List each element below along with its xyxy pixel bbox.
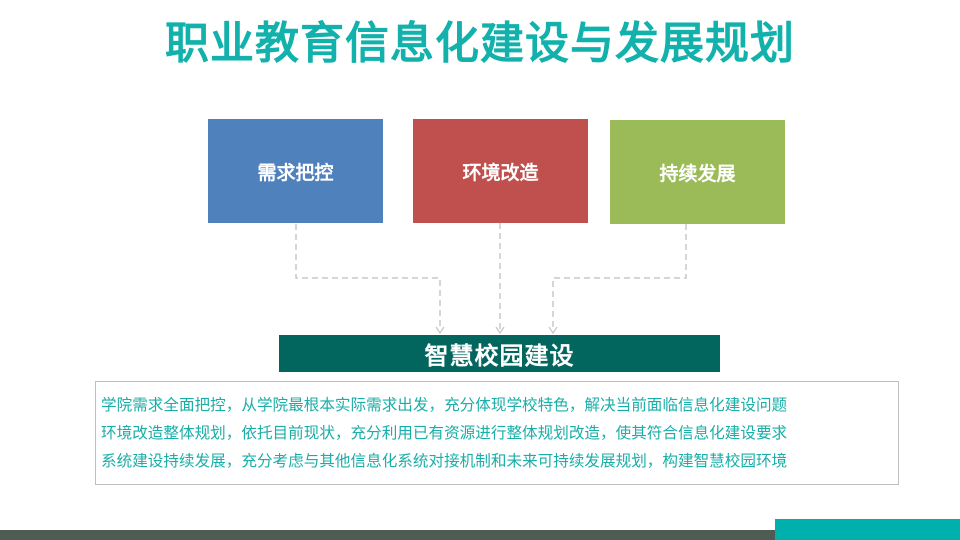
arrow-down-icon	[435, 326, 445, 335]
connector-left	[295, 224, 441, 330]
connector-right	[552, 224, 687, 330]
hub-label: 智慧校园建设	[424, 342, 575, 370]
pillar-environment-renovation: 环境改造	[413, 119, 588, 223]
description-line: 学院需求全面把控，从学院最根本实际需求出发，充分体现学校特色，解决当前面临信息化…	[101, 396, 788, 414]
arrow-down-icon	[548, 326, 558, 335]
description-line: 系统建设持续发展，充分考虑与其他信息化系统对接机制和未来可持续发展规划，构建智慧…	[101, 452, 788, 470]
pillar-sustainable-development: 持续发展	[610, 120, 785, 224]
arrow-down-icon	[495, 326, 505, 335]
pillar-requirement-control: 需求把控	[208, 119, 383, 223]
footer-accent-block	[775, 519, 960, 540]
slide-title: 职业教育信息化建设与发展规划	[165, 18, 795, 69]
hub-smart-campus: 智慧校园建设	[279, 335, 720, 372]
description-box: 学院需求全面把控，从学院最根本实际需求出发，充分体现学校特色，解决当前面临信息化…	[95, 381, 899, 485]
pillar-label: 环境改造	[462, 161, 539, 184]
description-line: 环境改造整体规划，依托目前现状，充分利用已有资源进行整体规划改造，使其符合信息化…	[101, 424, 788, 442]
pillar-label: 需求把控	[257, 161, 334, 184]
footer-bar	[0, 530, 775, 540]
pillar-label: 持续发展	[659, 162, 736, 185]
